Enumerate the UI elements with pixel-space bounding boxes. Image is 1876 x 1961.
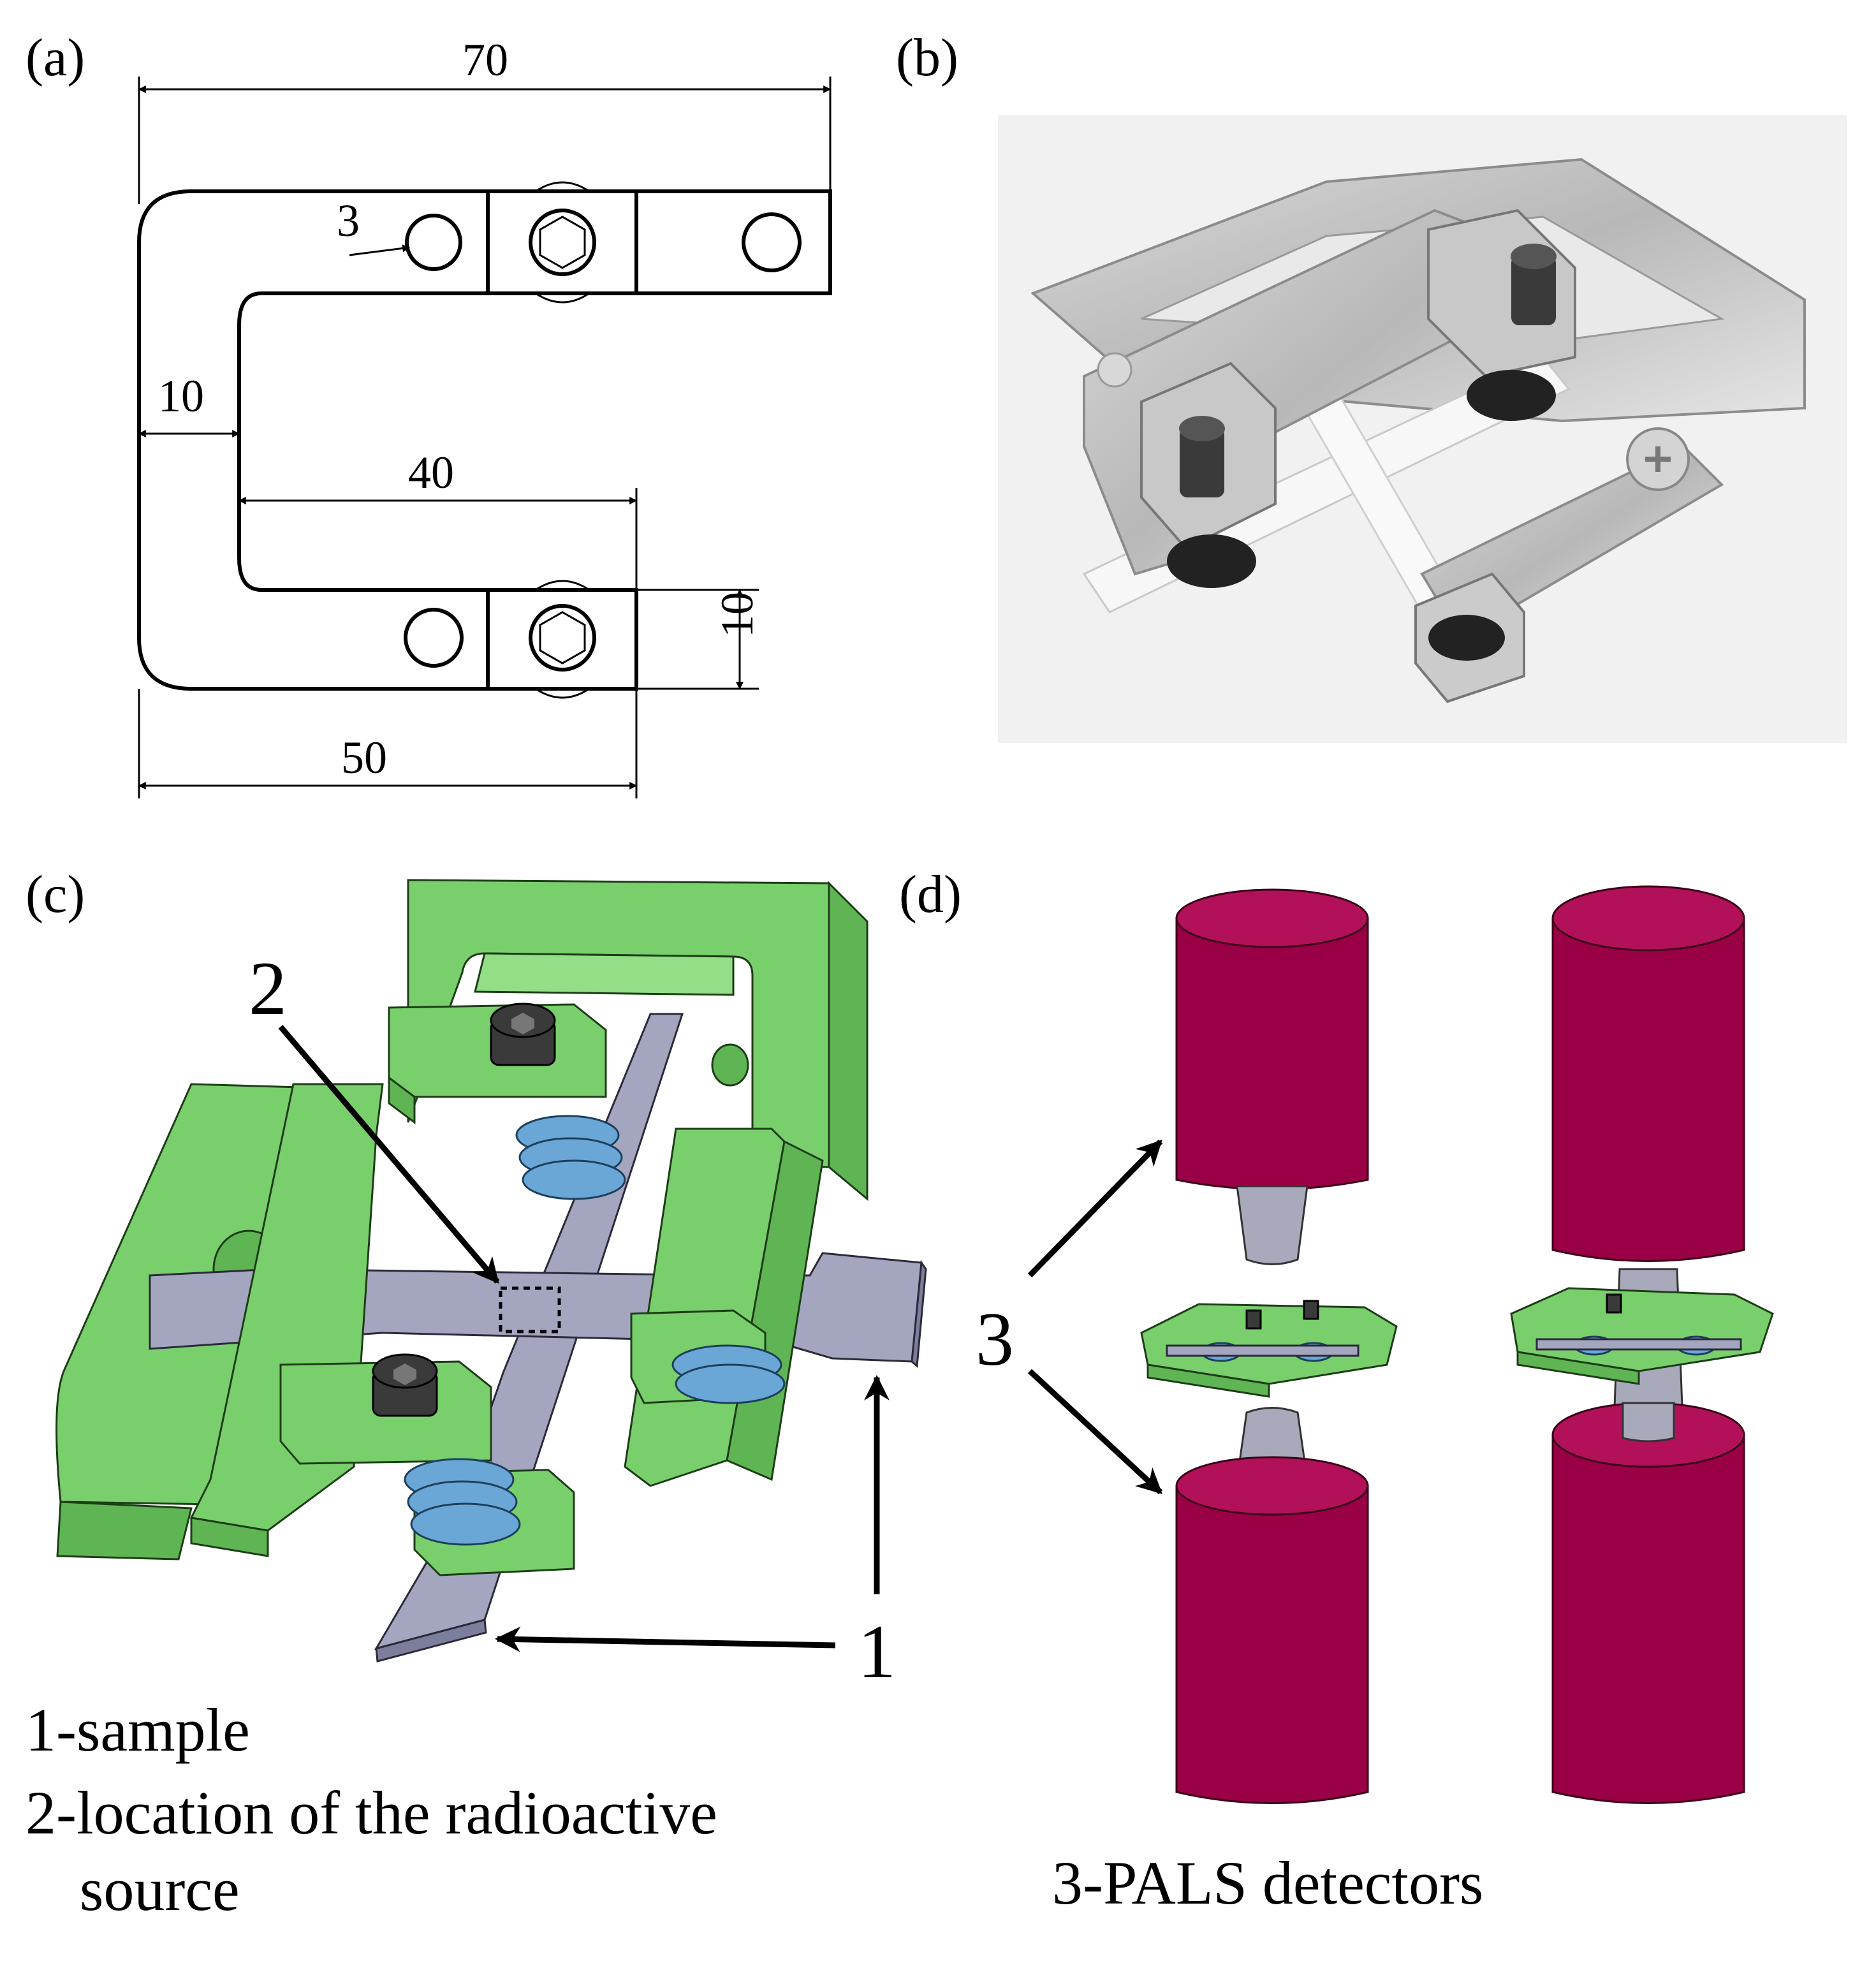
panel-a-label: (a) [26, 28, 85, 87]
panel-b: (b) [896, 28, 1847, 743]
photo-setscrew-left [1180, 427, 1224, 497]
dim-40-text: 40 [408, 447, 454, 498]
callout-3-arrow-up [1027, 1139, 1163, 1278]
panel-c: (c) [26, 865, 927, 1923]
setscrew-bottom [372, 1353, 438, 1417]
dim-50-text: 50 [341, 732, 387, 783]
bottom-hole-left [404, 608, 464, 668]
top-hex-socket [539, 216, 586, 269]
photo-oring-bottom [1428, 615, 1505, 661]
detector-upper-assembled [1551, 885, 1745, 1262]
photo-setscrew-right [1511, 255, 1556, 325]
legend-line-1: 1-sample [26, 1696, 250, 1764]
dim-70-text: 70 [462, 34, 508, 85]
dim-10-end-text: 10 [712, 592, 763, 638]
legend-line-3: source [80, 1855, 240, 1923]
holder-back-side [828, 881, 868, 1201]
dim-3-text: 3 [337, 195, 360, 246]
photo-small-screw [1097, 352, 1132, 388]
photo-oring-right [1467, 370, 1556, 421]
holder-outline [137, 189, 832, 691]
panel-d: (d) [899, 865, 1774, 1917]
callout-1-text: 1 [858, 1609, 896, 1694]
legend-line-4: 3-PALS detectors [1052, 1849, 1483, 1917]
holder-mini-separated [1140, 1300, 1398, 1398]
dim-10-arm-text: 10 [158, 371, 204, 422]
holder-back-inner [474, 952, 735, 996]
callout-3-arrow-down [1027, 1369, 1163, 1495]
top-hole-left [405, 214, 462, 271]
source-location [499, 1286, 561, 1333]
callout-2-text: 2 [249, 946, 287, 1031]
panel-d-label: (d) [899, 865, 962, 924]
bottom-washer [535, 580, 590, 699]
detector-upper-separated [1175, 888, 1369, 1265]
photo-setscrew-right-top [1511, 244, 1557, 269]
holder-right-hole [711, 1043, 749, 1087]
spring-bottom [404, 1458, 521, 1546]
photo-setscrew-left-top [1179, 416, 1225, 441]
setscrew-top [490, 1003, 556, 1066]
top-hole-right [742, 212, 802, 272]
photo-oring-left [1167, 534, 1256, 588]
callout-2-arrow [278, 1025, 500, 1284]
bottom-hole-center [529, 604, 596, 672]
holder-mini-assembled [1510, 1287, 1774, 1385]
bottom-hex-socket [539, 611, 586, 665]
holder-mid-frame-side [190, 1517, 269, 1557]
detector-lower-assembled [1551, 1402, 1745, 1804]
dim-3-leader [349, 244, 411, 256]
panel-b-label: (b) [896, 28, 958, 87]
clamp-top-front [388, 1076, 416, 1124]
top-washer [535, 181, 590, 304]
legend-line-2: 2-location of the radioactive [26, 1779, 717, 1847]
sample-strip-horizontal-edge [911, 1260, 927, 1369]
spring-top [515, 1115, 626, 1200]
photo-phillips-cross [1645, 446, 1671, 472]
panel-c-label: (c) [26, 865, 85, 924]
callout-3-text: 3 [976, 1296, 1014, 1381]
callout-1-arrow-left [495, 1626, 836, 1652]
holder-left-side [56, 1501, 193, 1561]
panel-a: (a) 70 3 10 40 10 [26, 28, 832, 798]
sample-strip-vertical-tip [375, 1619, 487, 1663]
top-hole-center [529, 209, 596, 276]
detector-lower-separated [1175, 1407, 1369, 1804]
spring-right [671, 1344, 786, 1404]
